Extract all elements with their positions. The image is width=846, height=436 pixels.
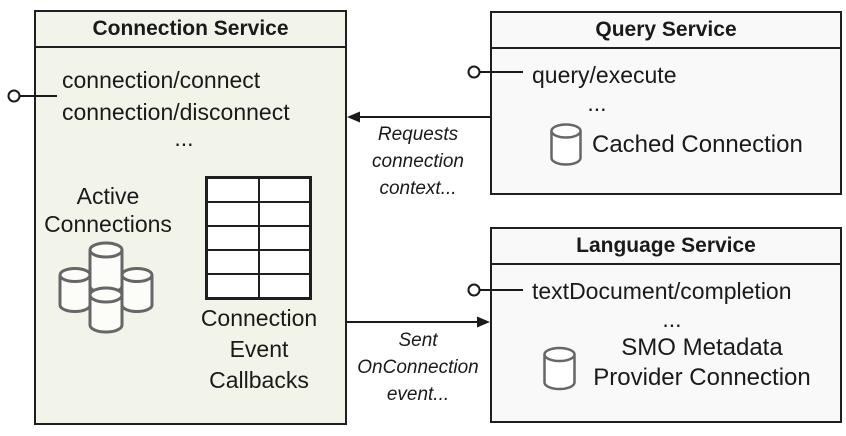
table-cell (207, 202, 259, 226)
cached-connection-label: Cached Connection (592, 131, 803, 158)
method-connection-connect: connection/connect (62, 67, 261, 93)
query-service-title: Query Service (492, 13, 840, 49)
smo-metadata-provider-label: SMO Metadata Provider Connection (593, 334, 811, 391)
table-cell (207, 178, 259, 202)
arrow-sent-event (347, 316, 490, 328)
table-cell (207, 250, 259, 274)
method-connection-disconnect: connection/disconnect (62, 99, 290, 125)
language-service-title: Language Service (492, 229, 840, 265)
database-icon (543, 346, 576, 391)
table-cell (207, 274, 259, 298)
table-cell (258, 250, 310, 274)
method-textdocument-completion: textDocument/completion (532, 278, 792, 304)
sent-onconnection-event-label: Sent OnConnection event... (357, 330, 479, 405)
requests-connection-context-label: Requests connection context... (372, 124, 464, 199)
connection-service-title: Connection Service (36, 12, 345, 48)
table-cell (258, 226, 310, 250)
connection-service-methods: connection/connect connection/disconnect… (62, 64, 306, 154)
table-cell (207, 226, 259, 250)
table-cell (258, 274, 310, 298)
connection-service-box: Connection Service connection/connect co… (34, 10, 347, 425)
language-service-box: Language Service textDocument/completion… (490, 227, 842, 423)
connection-event-callbacks-label: Connection Event Callbacks (200, 305, 318, 393)
method-query-execute: query/execute (532, 62, 677, 88)
query-methods-ellipsis: ... (587, 90, 607, 116)
query-service-box: Query Service query/execute ... Cached C… (490, 11, 842, 195)
table-cell (258, 202, 310, 226)
active-connections-label: Active Connections (44, 183, 172, 237)
database-icon (550, 123, 582, 166)
callbacks-table (205, 176, 312, 300)
methods-ellipsis: ... (174, 125, 194, 151)
table-cell (258, 178, 310, 202)
language-methods-ellipsis: ... (662, 306, 682, 332)
database-cluster-icon (58, 241, 154, 334)
